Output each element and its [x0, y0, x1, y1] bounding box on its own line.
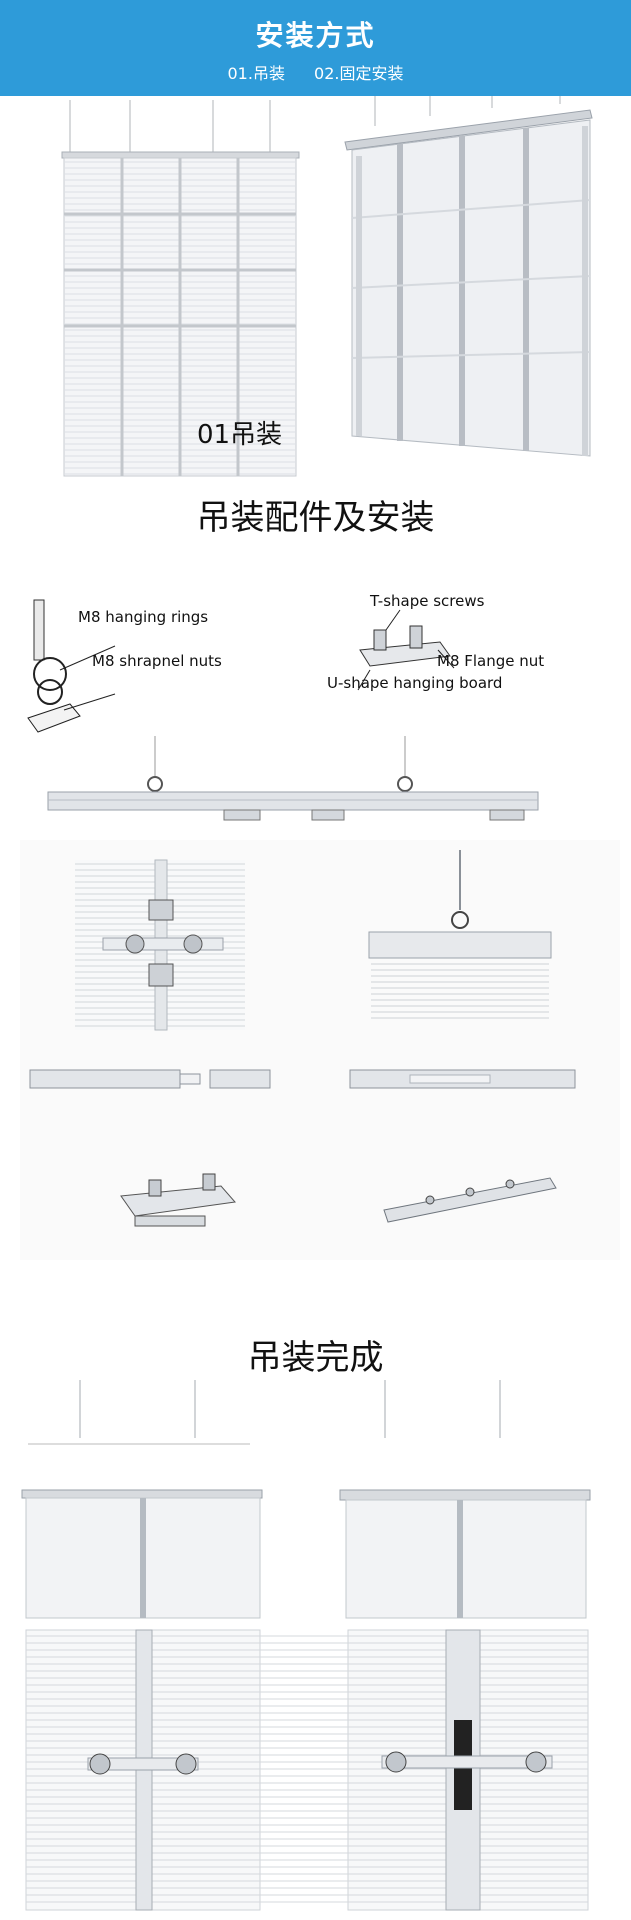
page-title: 安装方式 [255, 19, 376, 52]
label-hanging-rings: M8 hanging rings [78, 608, 209, 626]
header-banner: 安装方式 01.吊装 02.固定安装 [0, 0, 631, 96]
install-method-tabs: 01.吊装 02.固定安装 [0, 60, 631, 84]
accessories-title: 吊装配件及安装 [196, 498, 435, 538]
top-ring-detail-image [368, 850, 552, 1019]
rail-connector-right-image [349, 1069, 576, 1089]
label-u-shape-board: U-shape hanging board [327, 674, 503, 692]
rail-with-screws-image [383, 1177, 557, 1223]
front-view-screen-image [61, 96, 593, 477]
t-screw-assembly-image [357, 609, 455, 691]
hanging-caption: 01吊装 [197, 420, 283, 450]
label-t-shape-screws: T-shape screws [370, 592, 485, 610]
rail-connector-left-image [29, 1069, 271, 1089]
tab-hanging[interactable]: 01.吊装 [227, 64, 285, 83]
label-flange-nut: M8 Flange nut [437, 652, 545, 670]
accessories-diagram: M8 hanging rings M8 shrapnel nuts T-shap… [0, 560, 631, 733]
label-shrapnel-nuts: M8 shrapnel nuts [92, 652, 222, 670]
hanging-ring-image [27, 599, 116, 733]
completed-hanging-image [21, 1380, 591, 1911]
completed-title: 吊装完成 [247, 1338, 384, 1378]
u-board-hardware-image [120, 1173, 236, 1227]
installation-details [20, 840, 620, 1260]
hanging-overview: 01吊装 [0, 96, 631, 477]
tab-fixed[interactable]: 02.固定安装 [314, 64, 404, 83]
hanging-rail-image [47, 736, 539, 821]
cross-joint-detail-image [75, 859, 245, 1031]
